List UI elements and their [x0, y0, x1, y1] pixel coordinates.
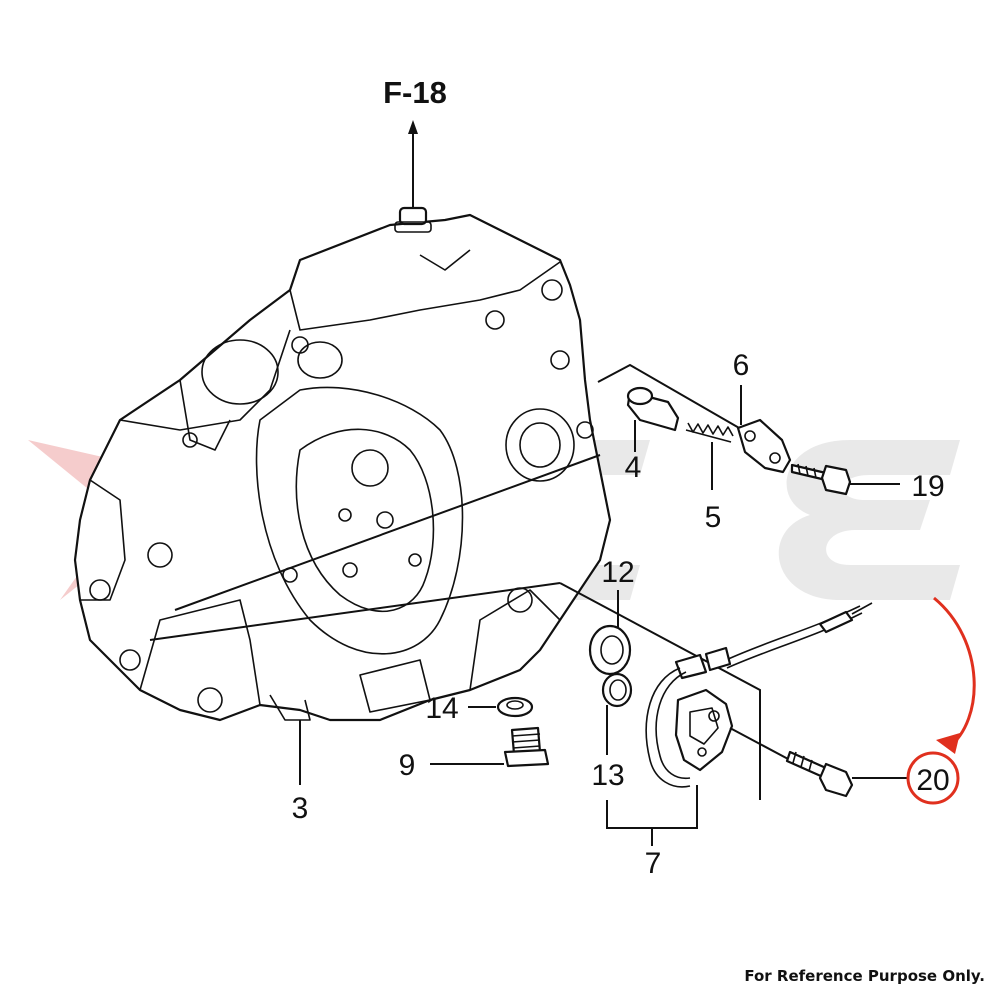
- highlight-arrow-head-icon: [936, 733, 960, 754]
- drain-bolt-part: [503, 726, 550, 768]
- oil-seal-part: [588, 624, 632, 676]
- reference-arrow-head-icon: [408, 120, 418, 134]
- leader-line-case-diag: [174, 454, 601, 611]
- callout-19: 19: [911, 470, 944, 503]
- bolt-19-part: [790, 463, 852, 496]
- watermark-letter-e: [778, 440, 960, 600]
- leader-line-4-6: [597, 363, 761, 441]
- dowel-pin-part: [626, 386, 680, 432]
- callout-13: 13: [591, 759, 624, 792]
- leader-line-case-axis: [149, 582, 561, 641]
- callout-12: 12: [601, 556, 634, 589]
- highlight-ring: [906, 751, 960, 805]
- leader-line-20-axis: [729, 727, 791, 761]
- callout-14: 14: [425, 692, 458, 725]
- neutral-switch-assembly: [645, 602, 873, 788]
- callout-20: 20: [916, 764, 949, 797]
- crankcase-half: [73, 206, 612, 722]
- highlight-arrow-shaft: [933, 596, 976, 750]
- callout-9: 9: [399, 749, 416, 782]
- spring-part: [685, 422, 734, 443]
- callout-4: 4: [625, 451, 642, 484]
- bolt-20-part: [785, 750, 854, 798]
- leader-line-7-top: [559, 582, 761, 800]
- sealing-washer-part: [496, 696, 534, 718]
- o-ring-part: [601, 672, 633, 708]
- callout-6: 6: [733, 349, 750, 382]
- callout-7: 7: [645, 847, 662, 880]
- footer-disclaimer: For Reference Purpose Only.: [744, 967, 985, 985]
- callout-5: 5: [705, 501, 722, 534]
- stopper-plate-part: [736, 418, 792, 474]
- callout-3: 3: [292, 792, 309, 825]
- reference-label: F-18: [383, 75, 447, 110]
